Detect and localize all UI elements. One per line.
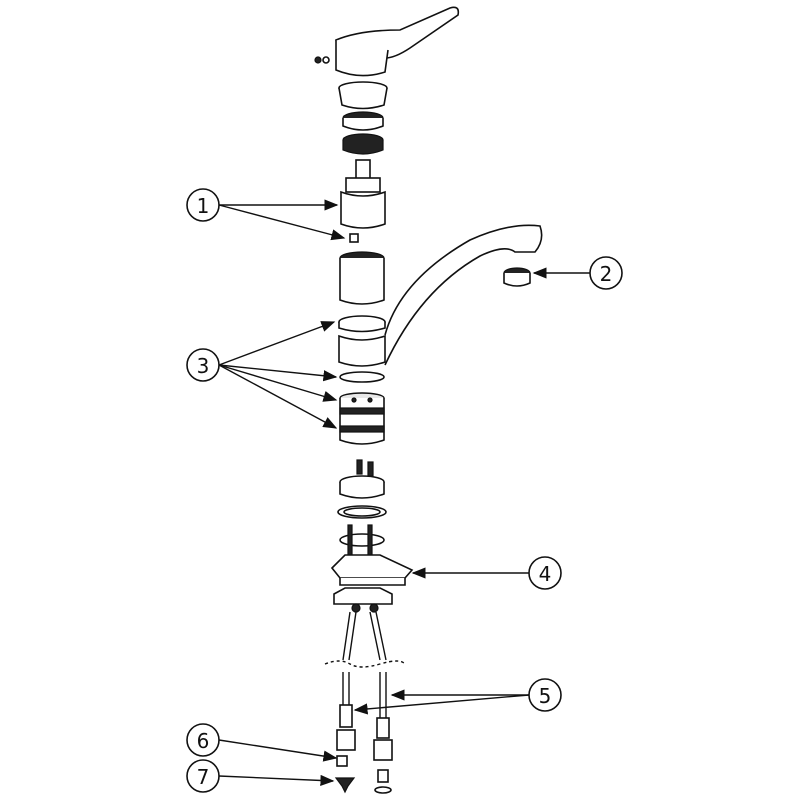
callout-label: 5 (539, 684, 552, 708)
cap (338, 81, 388, 110)
callout-1: 1 (186, 188, 220, 222)
o-ring-lower (339, 371, 385, 383)
callout-2: 2 (589, 256, 623, 290)
sleeve (339, 251, 385, 305)
aerator (503, 267, 531, 287)
callout-5: 5 (528, 678, 562, 712)
flexible-hoses (324, 611, 406, 761)
valve-body (339, 392, 385, 445)
callout-label: 1 (197, 194, 210, 218)
callout-label: 6 (197, 729, 210, 753)
callout-label: 3 (197, 354, 210, 378)
nipple-fitting (336, 755, 392, 794)
callout-4: 4 (528, 556, 562, 590)
spout (384, 224, 543, 366)
leader-lines (218, 199, 590, 787)
callout-label: 4 (539, 562, 552, 586)
retaining-nut (342, 111, 384, 131)
filter-screen (334, 777, 356, 794)
base-connector (339, 459, 385, 499)
gasket (337, 505, 387, 519)
callout-3: 3 (186, 348, 220, 382)
body-collar (338, 334, 386, 367)
mounting-washer (339, 524, 385, 566)
fixing-plate (333, 587, 393, 613)
callout-6: 6 (186, 723, 220, 757)
o-ring-upper (338, 315, 386, 333)
mounting-bracket (330, 554, 414, 586)
seal-ring (342, 133, 384, 155)
callout-label: 7 (197, 765, 210, 789)
callout-7: 7 (186, 759, 220, 793)
cartridge (340, 159, 386, 243)
callout-label: 2 (600, 262, 613, 286)
handle-lever (314, 6, 460, 77)
